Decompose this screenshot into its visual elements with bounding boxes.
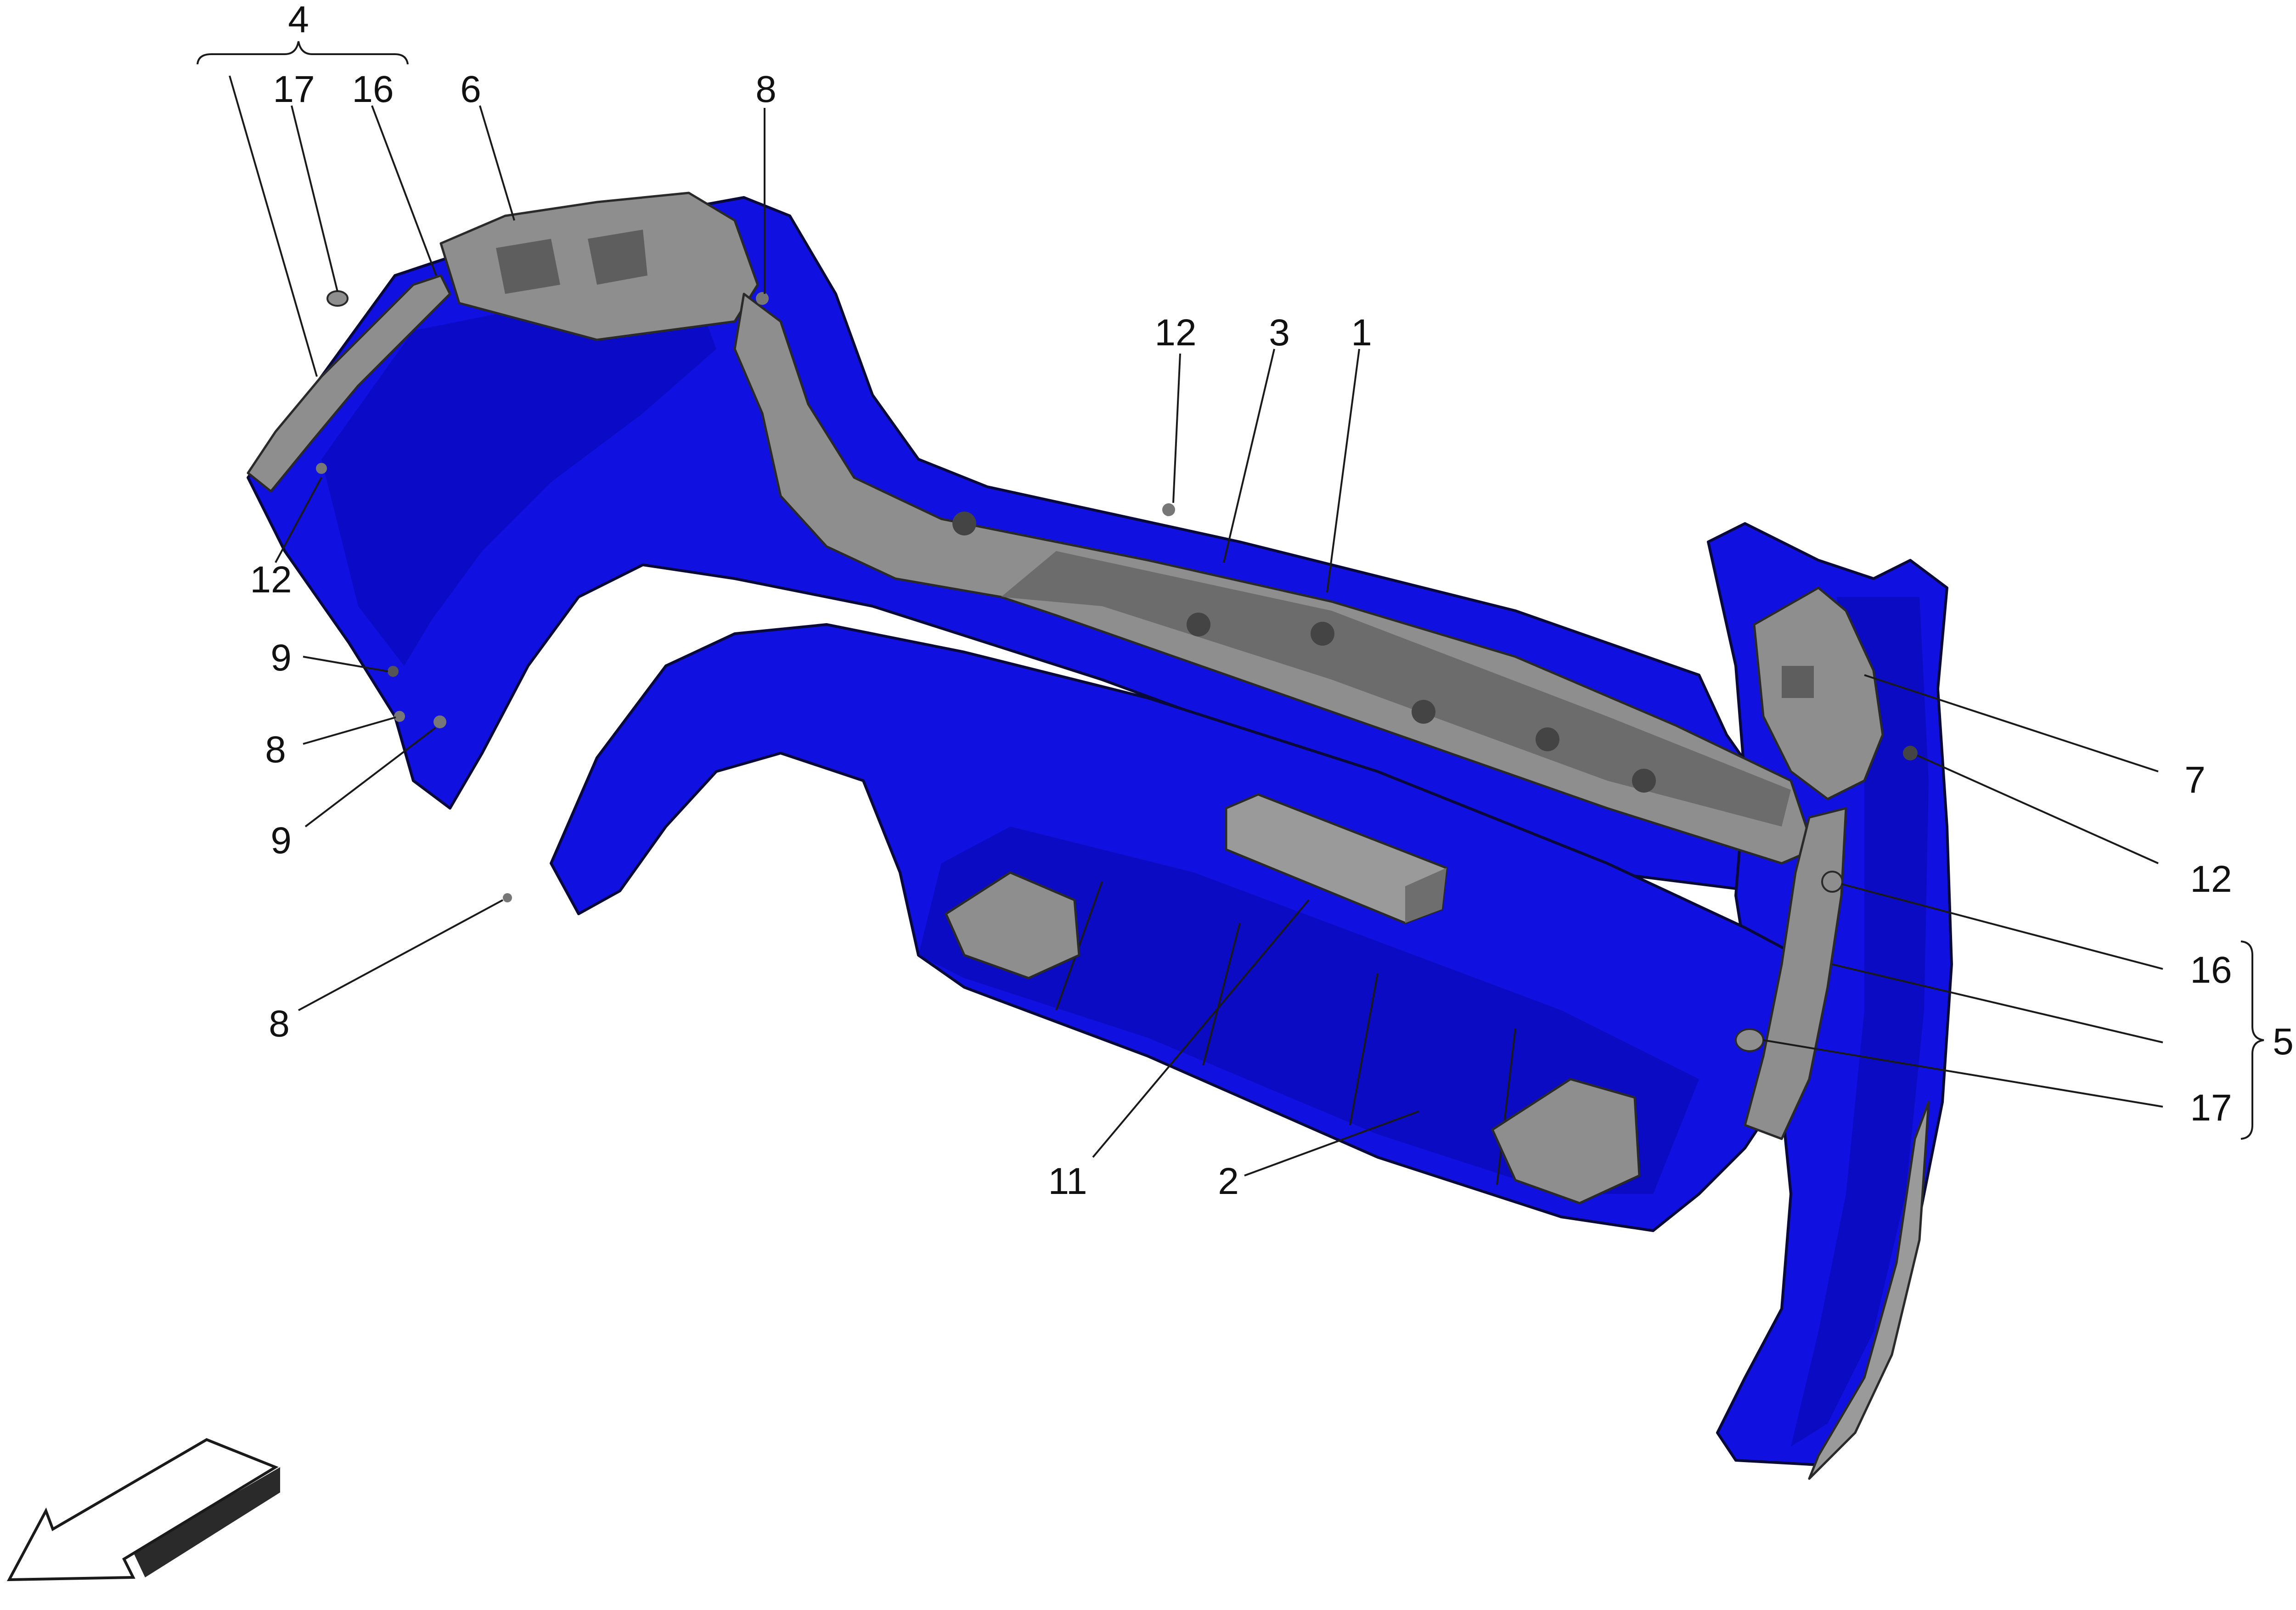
clip-icon [433,715,446,728]
leader-lines [197,41,2264,1177]
clip-icon [756,292,769,305]
right-side-guide-strip [1735,807,1847,1140]
callout-16-right: 16 [2190,949,2232,991]
callout-8-top: 8 [755,68,777,110]
callout-12-right: 12 [2190,858,2232,900]
screw-icon [1903,746,1918,760]
clip-icon [1162,503,1175,516]
callout-12-left: 12 [250,559,292,601]
callout-17-right: 17 [2190,1087,2232,1129]
rear-reflector-block [1225,793,1448,924]
callout-3: 3 [1269,312,1290,354]
callout-2: 2 [1218,1160,1239,1202]
clip-icon [394,711,405,722]
callout-11: 11 [1048,1160,1087,1202]
callout-7: 7 [2184,759,2206,801]
callout-17-left: 17 [273,68,315,110]
rear-diffuser [550,623,1815,1232]
screw-icon [388,666,399,677]
rear-bumper-support-beam [733,293,1815,865]
callout-16-left: 16 [352,68,394,110]
callout-8-b: 8 [269,1003,290,1045]
callout-4: 4 [288,0,309,40]
left-side-guide-strip [247,274,451,493]
fasteners [316,292,1918,902]
callout-9-a: 9 [270,637,292,679]
callout-6: 6 [460,68,481,110]
callout-5: 5 [2273,1021,2294,1063]
callout-1: 1 [1351,312,1372,354]
right-bracket [1753,586,1884,800]
callout-8-a: 8 [265,729,286,771]
callout-9-b: 9 [270,820,292,861]
clip-icon [316,463,327,474]
front-direction-arrow-icon [6,1438,280,1582]
clip-icon [503,893,512,902]
callout-labels: 4 17 16 6 8 12 3 1 12 9 8 9 8 7 12 16 5 … [250,0,2293,1202]
callout-12-top: 12 [1154,312,1196,354]
